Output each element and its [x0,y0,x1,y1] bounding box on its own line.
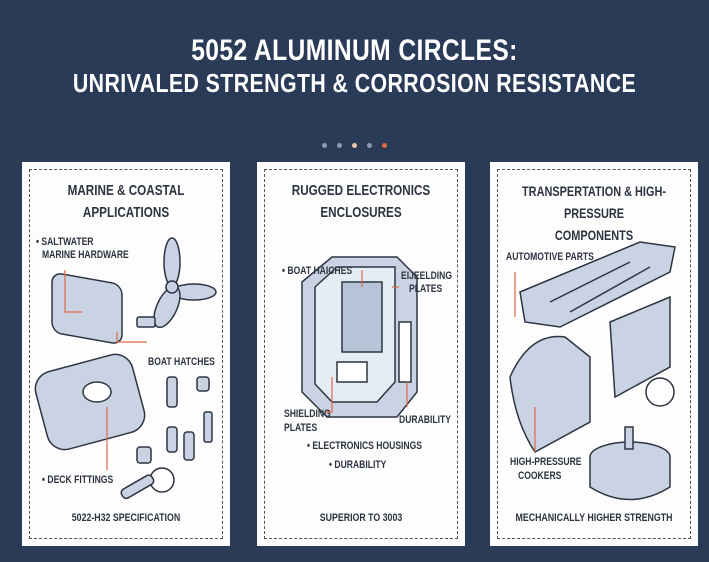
transport-illustration [509,241,676,501]
carousel-dot-2[interactable] [337,143,342,148]
label-electronics-housings: • ELECTRONICS HOUSINGS [307,440,423,452]
label-boat-hatches: BOAT HATCHES [148,356,215,368]
label-cookers: COOKERS [518,470,562,482]
panel-footer: SUPERIOR TO 3003 [319,512,403,524]
carousel-dot-5[interactable] [382,143,387,148]
label-shielding-top-2: PLATES [409,283,443,295]
carousel-dots [0,143,709,148]
label-marine-hardware: MARINE HARDWARE [42,249,129,261]
title-line-1: 5052 ALUMINUM CIRCLES: [191,34,518,67]
label-plates: PLATES [284,422,318,434]
label-deck-fittings: • DECK FITTINGS [42,474,114,486]
marine-hardware-illustration [34,237,217,500]
panel-footer: MECHANICALLY HIGHER STRENGTH [515,512,673,524]
label-durability: DURABILITY [399,414,451,426]
dashed-border [497,169,691,539]
label-automotive-parts: AUTOMOTIVE PARTS [506,251,594,263]
panel-footer: 5022-H32 SPECIFICATION [71,512,181,524]
carousel-dot-4[interactable] [367,143,372,148]
enclosure-illustration [301,256,418,418]
dashed-border [264,169,458,539]
label-shielding: SHIELDING [284,408,331,420]
carousel-dot-3[interactable] [352,143,357,148]
label-saltwater: • SALTWATER [36,236,94,248]
carousel-dot-1[interactable] [322,143,327,148]
label-high-pressure: HIGH-PRESSURE [510,456,582,468]
title-line-2: UNRIVALED STRENGTH & CORROSION RESISTANC… [72,68,637,98]
dashed-border [29,169,223,539]
label-boat-hatches: • BOAT HAICHES [282,265,353,277]
label-durability-2: • DURABILITY [329,459,387,471]
label-shielding-top-1: EIJEELDING [401,270,453,282]
